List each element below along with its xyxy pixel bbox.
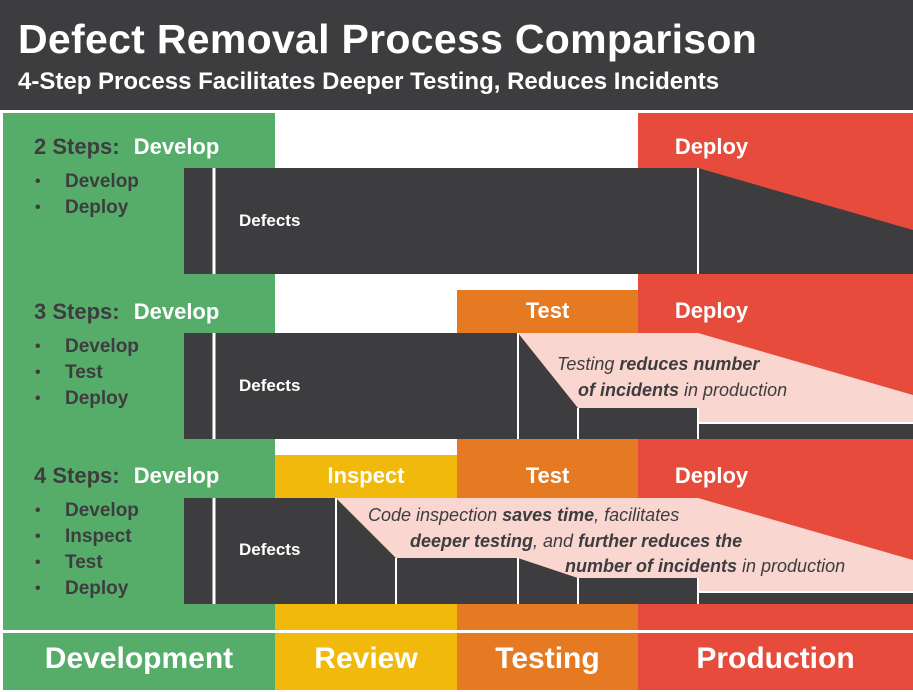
row-4-steps-list: Develop Inspect Test Deploy [35, 498, 139, 602]
develop-label: Develop [133, 299, 220, 324]
list-item: Test [35, 360, 139, 386]
note-text: in production [679, 380, 788, 400]
note-emphasis: reduces number [619, 354, 760, 374]
bottom-production-label: Production [696, 642, 855, 675]
list-item: Develop [35, 334, 139, 360]
bottom-development-label: Development [44, 642, 234, 675]
bottom-production-cell [638, 633, 913, 690]
note-text: Code inspection [368, 505, 503, 525]
testing-note-line-2: of incidents in production [578, 380, 787, 401]
list-item: Develop [35, 498, 139, 524]
note-text: in production [737, 556, 846, 576]
row-2-steps-band [184, 168, 913, 274]
defects-label: Defects [239, 540, 301, 559]
row-3-steps-band [184, 333, 913, 439]
row-3-steps-list: Develop Test Deploy [35, 334, 139, 412]
steps-count-label: 2 Steps: [34, 134, 120, 159]
list-item: Test [35, 550, 139, 576]
defects-band [184, 333, 578, 439]
develop-label: Develop [133, 463, 220, 488]
list-item: Deploy [35, 576, 139, 602]
inspection-note-line-3: number of incidents in production [565, 556, 845, 577]
row-3-steps-title: 3 Steps: Develop [34, 299, 219, 325]
row-4-steps-band [184, 498, 913, 604]
note-text: , and [533, 531, 579, 551]
deploy-phase-label: Deploy [674, 298, 749, 323]
deploy-phase-label: Deploy [674, 463, 749, 488]
page-title: Defect Removal Process Comparison [18, 16, 758, 62]
defects-band-tail [698, 592, 913, 604]
row-2-steps-list: Develop Deploy [35, 169, 139, 221]
note-emphasis: of incidents [578, 380, 680, 400]
defects-band [184, 498, 396, 604]
steps-count-label: 3 Steps: [34, 299, 120, 324]
defects-band-tail [578, 578, 698, 604]
note-emphasis: number of incidents [565, 556, 738, 576]
note-emphasis: deeper testing [410, 531, 534, 551]
row-2-steps-title: 2 Steps: Develop [34, 134, 219, 160]
defects-band [184, 168, 913, 274]
test-phase-label: Test [525, 463, 570, 488]
inspection-note-line-2: deeper testing, and further reduces the [410, 531, 742, 552]
reduction-highlight [336, 498, 913, 592]
list-item: Deploy [35, 195, 139, 221]
reduction-highlight [518, 333, 913, 423]
bottom-development-cell [3, 633, 275, 690]
bottom-testing-cell [457, 633, 638, 690]
inspection-note: Code inspection saves time, facilitates [368, 505, 679, 526]
develop-label: Develop [133, 134, 220, 159]
defects-band-tail [698, 423, 913, 439]
deploy-phase-label: Deploy [674, 134, 749, 159]
note-emphasis: further reduces the [578, 531, 743, 551]
note-emphasis: saves time [502, 505, 595, 525]
list-item: Inspect [35, 524, 139, 550]
bottom-review-cell [275, 633, 457, 690]
defects-band-tail [396, 558, 578, 604]
test-phase-label: Test [525, 298, 570, 323]
page-subtitle: 4-Step Process Facilitates Deeper Testin… [18, 68, 720, 95]
list-item: Develop [35, 169, 139, 195]
bottom-testing-label: Testing [495, 642, 600, 675]
defects-label: Defects [239, 211, 301, 230]
bottom-review-label: Review [314, 642, 418, 675]
steps-count-label: 4 Steps: [34, 463, 120, 488]
defects-label: Defects [239, 376, 301, 395]
row-4-steps-title: 4 Steps: Develop [34, 463, 219, 489]
defects-band-tail [578, 408, 698, 439]
inspect-phase-label: Inspect [327, 463, 405, 488]
note-text: Testing [557, 354, 620, 374]
testing-note: Testing reduces number [557, 354, 759, 375]
header-banner: Defect Removal Process Comparison 4-Step… [0, 0, 913, 110]
list-item: Deploy [35, 386, 139, 412]
note-text: , facilitates [594, 505, 680, 525]
